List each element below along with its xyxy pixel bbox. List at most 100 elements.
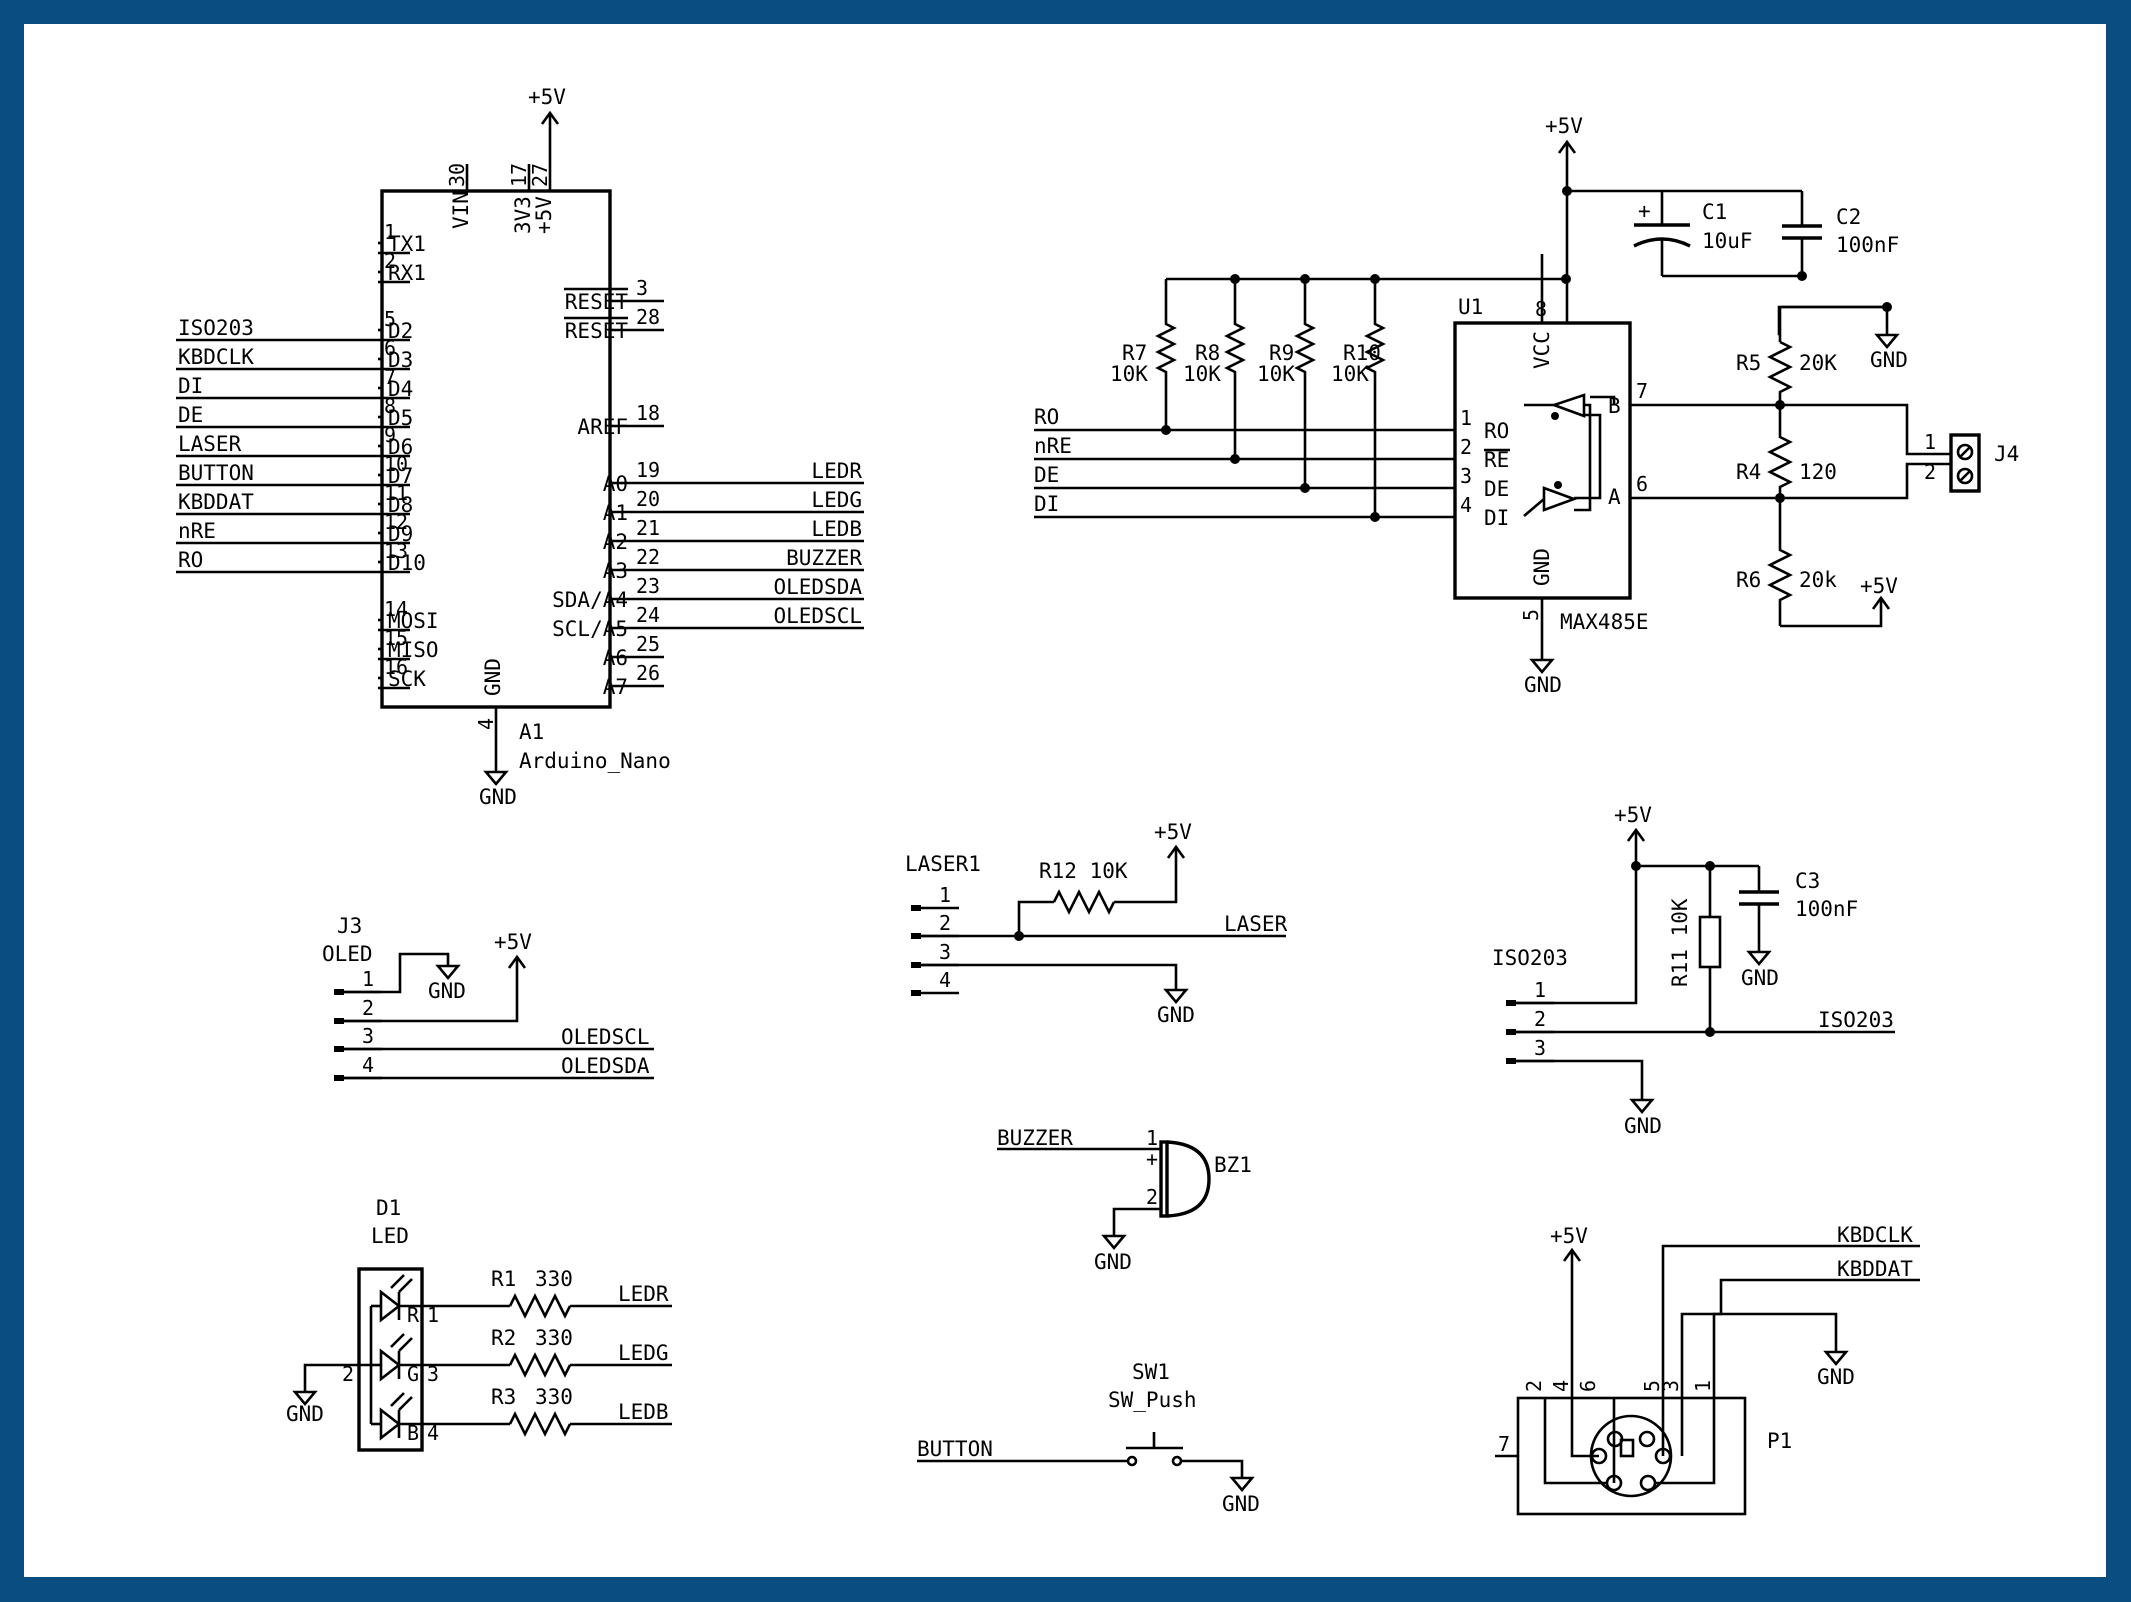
pullup-ref-r10: R10 [1343,341,1381,365]
nano-pin-a3: A3 [603,559,628,583]
push-switch: SW1 SW_Push BUTTON GND [917,1360,1260,1516]
nano-pin-3v3: 3V3 [511,196,535,234]
iso-ref: ISO203 [1492,946,1568,970]
oled-pin-4 [334,1075,344,1081]
max485-pin-num-gnd: 5 [1519,609,1543,621]
nano-pin-num-20: 20 [636,487,660,511]
nano-pin-a0: A0 [603,472,628,496]
nano-pin-num-5v: 27 [528,163,552,187]
led-letter-b: B [407,1421,419,1445]
bz-pin1: 1 [1146,1126,1158,1150]
nano-pin-num-14: 14 [384,597,408,621]
j3-gnd-label: GND [428,979,466,1003]
schematic-canvas: 30 VIN 17 3V3 27 +5V +5V 4 GND GND A1 Ar… [176,85,2019,1516]
nano-net-kbddat: KBDDAT [178,490,254,514]
max485-pin-num-vcc: 8 [1535,297,1547,321]
c3-value: 100nF [1795,897,1858,921]
j3-vcc-label: +5V [494,930,532,954]
max485-pin-de: DE [1484,477,1509,501]
nano-pin-num-25: 25 [636,632,660,656]
max485-pin-num-4: 4 [1460,493,1472,517]
c2-ref: C2 [1836,205,1861,229]
nano-pin-num-8: 8 [384,394,396,418]
nano-net-buzzer: BUZZER [786,546,862,570]
resistor-r2 [508,1352,572,1378]
max485-pin-re: RE [1484,448,1509,472]
led-res-ref-r2: R2 [491,1326,516,1350]
nano-pin-a7: A7 [603,675,628,699]
laser-pin-1 [911,905,921,911]
max485-ref: U1 [1458,295,1483,319]
max485-pin-ro: RO [1484,419,1509,443]
iso-pin-num-1: 1 [1534,978,1546,1002]
rs485-bus-section: +5V + C1 10uF C2 100nF GND R5 20K R4 [1545,114,2019,628]
led-net-ledg: LEDG [618,1341,669,1365]
max485-pin-a: A [1608,485,1621,509]
bz-pin2: 2 [1146,1185,1158,1209]
laser-vcc-label: +5V [1154,820,1192,844]
nano-net-oledsda: OLEDSDA [773,575,862,599]
led-res-val-r1: 330 [535,1267,573,1291]
oled-pin-3 [334,1046,344,1052]
nano-net-oledscl: OLEDSCL [773,604,862,628]
nano-pin-num-gnd: 4 [474,718,498,730]
sw-ref: SW1 [1132,1360,1170,1384]
nano-net-button: BUTTON [178,461,254,485]
max485-pin-num-3: 3 [1460,464,1472,488]
bz-plus: + [1146,1147,1158,1171]
led-pin-1: 1 [427,1303,439,1327]
nano-pin-num-24: 24 [636,603,660,627]
led-gnd-label: GND [286,1402,324,1426]
nano-pin-num-22: 22 [636,545,660,569]
pullup-ref-r7: R7 [1122,341,1147,365]
net-buzzer: BUZZER [997,1126,1073,1150]
led-body [357,1267,424,1452]
nano-pin-a2: A2 [603,530,628,554]
nano-pin-num-1: 1 [384,220,396,244]
led-pin-4: 4 [427,1421,439,1445]
nano-net-di: DI [178,374,203,398]
max485-net-di: DI [1034,492,1059,516]
oled-pin-num-2: 2 [362,996,374,1020]
j4-pin1: 1 [1924,430,1936,454]
ps2-shield-pin: 7 [1498,1432,1510,1456]
resistor-r10 [1364,279,1386,517]
nano-pin-a1: A1 [603,501,628,525]
j4-ref: J4 [1994,442,2019,466]
oled-pin-num-4: 4 [362,1053,374,1077]
c1-plus: + [1638,199,1651,223]
nano-pin-num-10: 10 [384,452,408,476]
nano-pin-num-23: 23 [636,574,660,598]
nano-pin-num-12: 12 [384,510,408,534]
nano-net-ledg: LEDG [811,488,862,512]
r11-label: R11 10K [1668,898,1692,987]
net-kbdclk: KBDCLK [1837,1223,1913,1247]
laser-pin-num-1: 1 [939,883,951,907]
ps2-gnd-label: GND [1817,1365,1855,1389]
max485-value: MAX485E [1560,610,1649,634]
oled-pin-2 [334,1018,344,1024]
max485-pin-gnd: GND [1530,548,1554,586]
nano-net-iso203: ISO203 [178,316,254,340]
receiver-buffer [1550,393,1586,418]
iso-gnd-label: GND [1624,1114,1662,1138]
bus-vcc-label: +5V [1545,114,1583,138]
nano-vcc-label: +5V [528,85,566,109]
pullup-ref-r9: R9 [1269,341,1294,365]
pullup-value-r7: 10K [1110,362,1148,386]
nano-pin-num-19: 19 [636,458,660,482]
net-laser: LASER [1224,912,1288,936]
laser-pin-3 [911,962,921,968]
nano-pin-vin: VIN [449,191,473,229]
r4-value: 120 [1799,460,1837,484]
nano-pin-num-9: 9 [384,423,396,447]
pullup-value-r10: 10K [1331,362,1369,386]
max485-gnd-label: GND [1524,673,1562,697]
resistor-r1 [508,1293,572,1319]
iso-vcc-label: +5V [1614,803,1652,827]
led-diode-b [379,1407,402,1441]
r5-ref: R5 [1736,351,1761,375]
nano-pin-num-3: 3 [636,276,648,300]
